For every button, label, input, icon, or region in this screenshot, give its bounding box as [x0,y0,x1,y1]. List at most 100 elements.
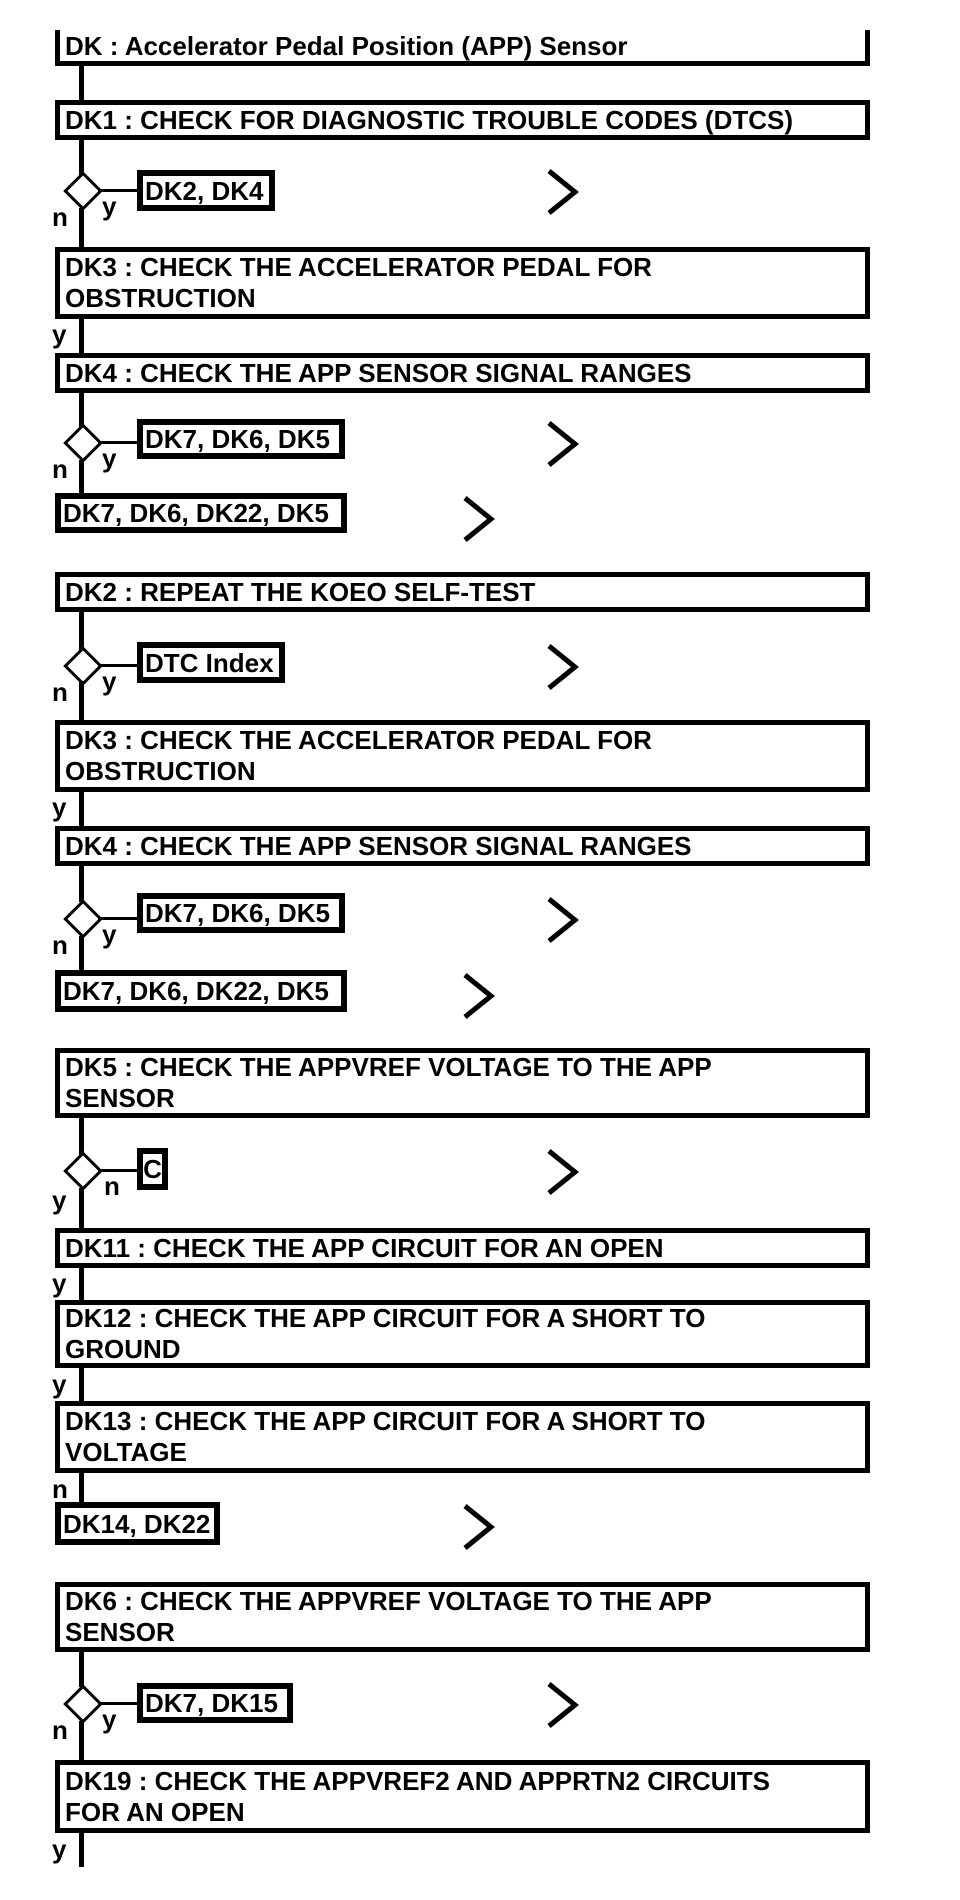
step-box-line: DK5 : CHECK THE APPVREF VOLTAGE TO THE A… [65,1052,712,1082]
ref-box-dk7-dk15: DK7, DK15 [137,1683,293,1723]
label-no: n [104,1171,120,1201]
step-box-dk12: DK12 : CHECK THE APP CIRCUIT FOR A SHORT… [55,1300,870,1368]
decision-diamond-dk5 [63,1151,103,1191]
connector-hline [98,917,138,920]
connector-vline [79,1833,84,1867]
connector-vline [79,612,84,650]
step-box-line: DK19 : CHECK THE APPVREF2 AND APPRTN2 CI… [65,1765,770,1796]
step-box-dk1: DK1 : CHECK FOR DIAGNOSTIC TROUBLE CODES… [55,100,870,140]
step-box-line: DK13 : CHECK THE APP CIRCUIT FOR A SHORT… [65,1406,706,1436]
connector-vline [79,140,84,176]
label-yes: y [102,1704,117,1734]
ref-box-dk7-dk6-dk5-1: DK7, DK6, DK5 [137,419,345,459]
step-box-line: DK11 : CHECK THE APP CIRCUIT FOR AN OPEN [65,1232,664,1263]
connector-hline [98,441,138,444]
connector-hline [98,664,138,667]
decision-diamond-dk4-repeat [63,899,103,939]
connector-vline [79,208,84,247]
ref-box-c: C [137,1148,168,1190]
connector-hline [98,1169,138,1172]
connector-vline [79,392,84,427]
connector-vline [79,460,84,493]
continue-chevron-icon [547,169,579,215]
label-yes: y [52,319,67,349]
step-box-line: SENSOR [65,1083,175,1113]
label-no: n [52,1715,68,1745]
ref-box-dk7-dk6-dk22-dk5-1: DK7, DK6, DK22, DK5 [55,493,347,533]
step-box-dk2: DK2 : REPEAT THE KOEO SELF-TEST [55,572,870,612]
step-box-line: FOR AN OPEN [65,1796,245,1827]
connector-vline [79,866,84,902]
flowchart-title: DK : Accelerator Pedal Position (APP) Se… [65,31,628,61]
label-yes: y [102,191,117,221]
step-box-line: DK3 : CHECK THE ACCELERATOR PEDAL FOR [65,252,652,282]
label-no: n [52,930,68,960]
step-box-dk3-repeat: DK3 : CHECK THE ACCELERATOR PEDAL FOR OB… [55,720,870,792]
continue-chevron-icon [463,1504,495,1550]
connector-vline [79,1188,84,1228]
step-box-line: DK4 : CHECK THE APP SENSOR SIGNAL RANGES [65,830,692,861]
connector-vline [79,792,84,826]
decision-diamond-dk4 [63,423,103,463]
label-no: n [52,677,68,707]
ref-box-dtc-index: DTC Index [137,642,285,683]
continue-chevron-icon [547,421,579,467]
step-box-line: DK6 : CHECK THE APPVREF VOLTAGE TO THE A… [65,1586,712,1616]
ref-box-dk7-dk6-dk5-2: DK7, DK6, DK5 [137,893,345,933]
label-no: n [52,1474,68,1504]
step-box-dk13: DK13 : CHECK THE APP CIRCUIT FOR A SHORT… [55,1401,870,1473]
step-box-line: DK12 : CHECK THE APP CIRCUIT FOR A SHORT… [65,1303,706,1333]
label-yes: y [52,1268,67,1298]
step-box-dk5: DK5 : CHECK THE APPVREF VOLTAGE TO THE A… [55,1048,870,1118]
continue-chevron-icon [547,644,579,690]
step-box-dk11: DK11 : CHECK THE APP CIRCUIT FOR AN OPEN [55,1228,870,1268]
decision-diamond-dk2 [63,646,103,686]
connector-vline [79,1473,84,1502]
ref-box-dk14-dk22: DK14, DK22 [55,1502,220,1545]
step-box-dk4-repeat: DK4 : CHECK THE APP SENSOR SIGNAL RANGES [55,826,870,866]
step-box-line: OBSTRUCTION [65,283,256,313]
connector-vline [79,1267,84,1300]
decision-diamond-dk1 [63,171,103,211]
step-box-line: OBSTRUCTION [65,756,256,786]
step-box-line: SENSOR [65,1617,175,1647]
ref-box-dk7-dk6-dk22-dk5-2: DK7, DK6, DK22, DK5 [55,970,347,1012]
decision-diamond-dk6 [63,1684,103,1724]
step-box-line: DK4 : CHECK THE APP SENSOR SIGNAL RANGES [65,357,692,388]
step-box-line: DK1 : CHECK FOR DIAGNOSTIC TROUBLE CODES… [65,104,793,135]
connector-vline [79,681,84,720]
label-yes: y [102,666,117,696]
connector-vline [79,1118,84,1155]
label-no: n [52,454,68,484]
connector-hline [98,189,138,192]
connector-vline [79,66,84,100]
connector-vline [79,1721,84,1760]
label-no: n [52,202,68,232]
step-box-dk6: DK6 : CHECK THE APPVREF VOLTAGE TO THE A… [55,1582,870,1652]
label-yes: y [52,1369,67,1399]
step-box-dk19: DK19 : CHECK THE APPVREF2 AND APPRTN2 CI… [55,1760,870,1833]
connector-vline [79,1652,84,1687]
continue-chevron-icon [547,1149,579,1195]
step-box-line: VOLTAGE [65,1437,187,1467]
step-box-dk3: DK3 : CHECK THE ACCELERATOR PEDAL FOR OB… [55,247,870,319]
continue-chevron-icon [547,897,579,943]
step-box-line: GROUND [65,1334,181,1364]
connector-vline [79,1368,84,1401]
connector-vline [79,319,84,353]
label-yes: y [52,792,67,822]
ref-box-dk2-dk4: DK2, DK4 [137,170,275,211]
label-yes: y [102,919,117,949]
connector-vline [79,936,84,970]
step-box-line: DK2 : REPEAT THE KOEO SELF-TEST [65,576,536,607]
connector-hline [98,1702,138,1705]
label-yes: y [102,443,117,473]
step-box-dk4: DK4 : CHECK THE APP SENSOR SIGNAL RANGES [55,353,870,393]
continue-chevron-icon [463,973,495,1019]
continue-chevron-icon [463,496,495,542]
label-yes: y [52,1185,67,1215]
flowchart-title-bar: DK : Accelerator Pedal Position (APP) Se… [55,30,870,66]
step-box-line: DK3 : CHECK THE ACCELERATOR PEDAL FOR [65,725,652,755]
label-yes: y [52,1834,67,1864]
